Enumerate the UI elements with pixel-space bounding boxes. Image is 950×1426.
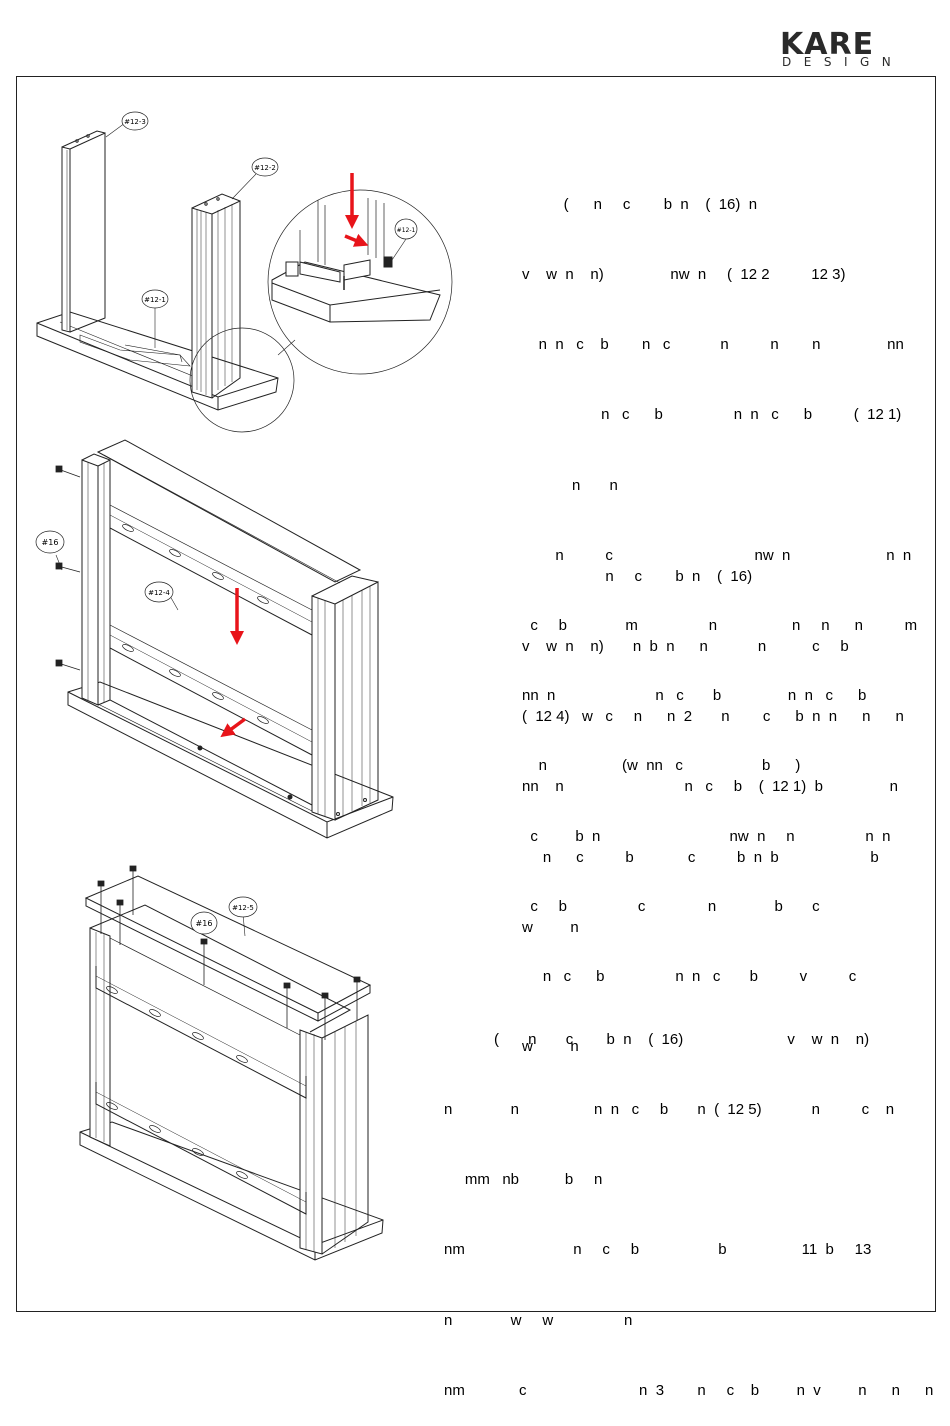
- callout-12-5: #12-5: [232, 904, 254, 912]
- callout-12-1-detail: #12-1: [397, 227, 416, 234]
- step1-line: n c nw n n n: [522, 546, 912, 564]
- step1-line: n n: [522, 476, 618, 494]
- callout-12-3: #12-3: [124, 118, 146, 126]
- step1-line: c b n nw n n n n: [522, 827, 891, 845]
- step2-line: n c b n ( 16): [522, 567, 753, 585]
- step1-line: w n: [522, 1038, 579, 1056]
- step2-line: nn n n c b ( 12 1) b n: [522, 778, 898, 796]
- step2-line: v w n n) n b n n n c b: [522, 638, 849, 656]
- brand-logo-sub: DESIGN: [782, 55, 904, 69]
- brand-logo-main: KARE: [780, 27, 875, 62]
- step1-line: n c b n n c b ( 12 1): [522, 406, 902, 424]
- step3-line: ( n c b n ( 16) v w n n): [444, 1030, 870, 1048]
- callout-12-4: #12-4: [148, 589, 170, 597]
- step3-line: n n n n c b n ( 12 5) n c n: [444, 1101, 895, 1119]
- step2-line: w n: [522, 918, 579, 936]
- step2-line: n c b c b n b b: [522, 848, 879, 866]
- step3-illustration: [79, 865, 384, 1261]
- step1-line: nn n n c b n n c b: [522, 687, 867, 705]
- callout-12-1: #12-1: [144, 296, 166, 304]
- step1-instructions: ( n c b n ( 16) n v w n n) nw n ( 12 2 1…: [522, 146, 917, 1082]
- step1-line: c b c n b c: [522, 897, 820, 915]
- step2-illustration: [35, 439, 394, 839]
- brand-logo: KARE DESIGN: [780, 30, 910, 70]
- step2-line: ( 12 4) w c n n 2 n c b n n n n: [522, 708, 904, 726]
- step1-line: ( n c b n ( 16) n: [522, 195, 758, 213]
- callout-16-step2: #16: [42, 538, 59, 547]
- step1-line: v w n n) nw n ( 12 2 12 3): [522, 266, 846, 284]
- step1-illustration: [36, 111, 453, 433]
- callout-12-2: #12-2: [254, 164, 276, 172]
- instruction-frame: [16, 76, 936, 1312]
- step3-line: mm nb b n: [444, 1171, 603, 1189]
- step3-line: n w w n: [444, 1311, 633, 1329]
- step1-line: n (w nn c b ): [522, 757, 801, 775]
- step2-instructions: n c b n ( 16) v w n n) n b n n n c b ( 1…: [522, 518, 904, 963]
- callout-16-step3: #16: [196, 919, 213, 928]
- step3-instructions: ( n c b n ( 16) v w n n) n n n n c b n (…: [444, 981, 933, 1426]
- assembly-drawings: #12-3 #12-2 #12-1 #12-1: [35, 111, 453, 1261]
- step3-line: nm c n 3 n c b n v n n n: [444, 1381, 934, 1399]
- step1-line: n n c b n c n n n nn: [522, 336, 904, 354]
- step1-line: n c b n n c b v c: [522, 968, 857, 986]
- step1-line: c b m n n n n m: [522, 617, 918, 635]
- step3-line: nm n c b b 11 b 13: [444, 1241, 872, 1259]
